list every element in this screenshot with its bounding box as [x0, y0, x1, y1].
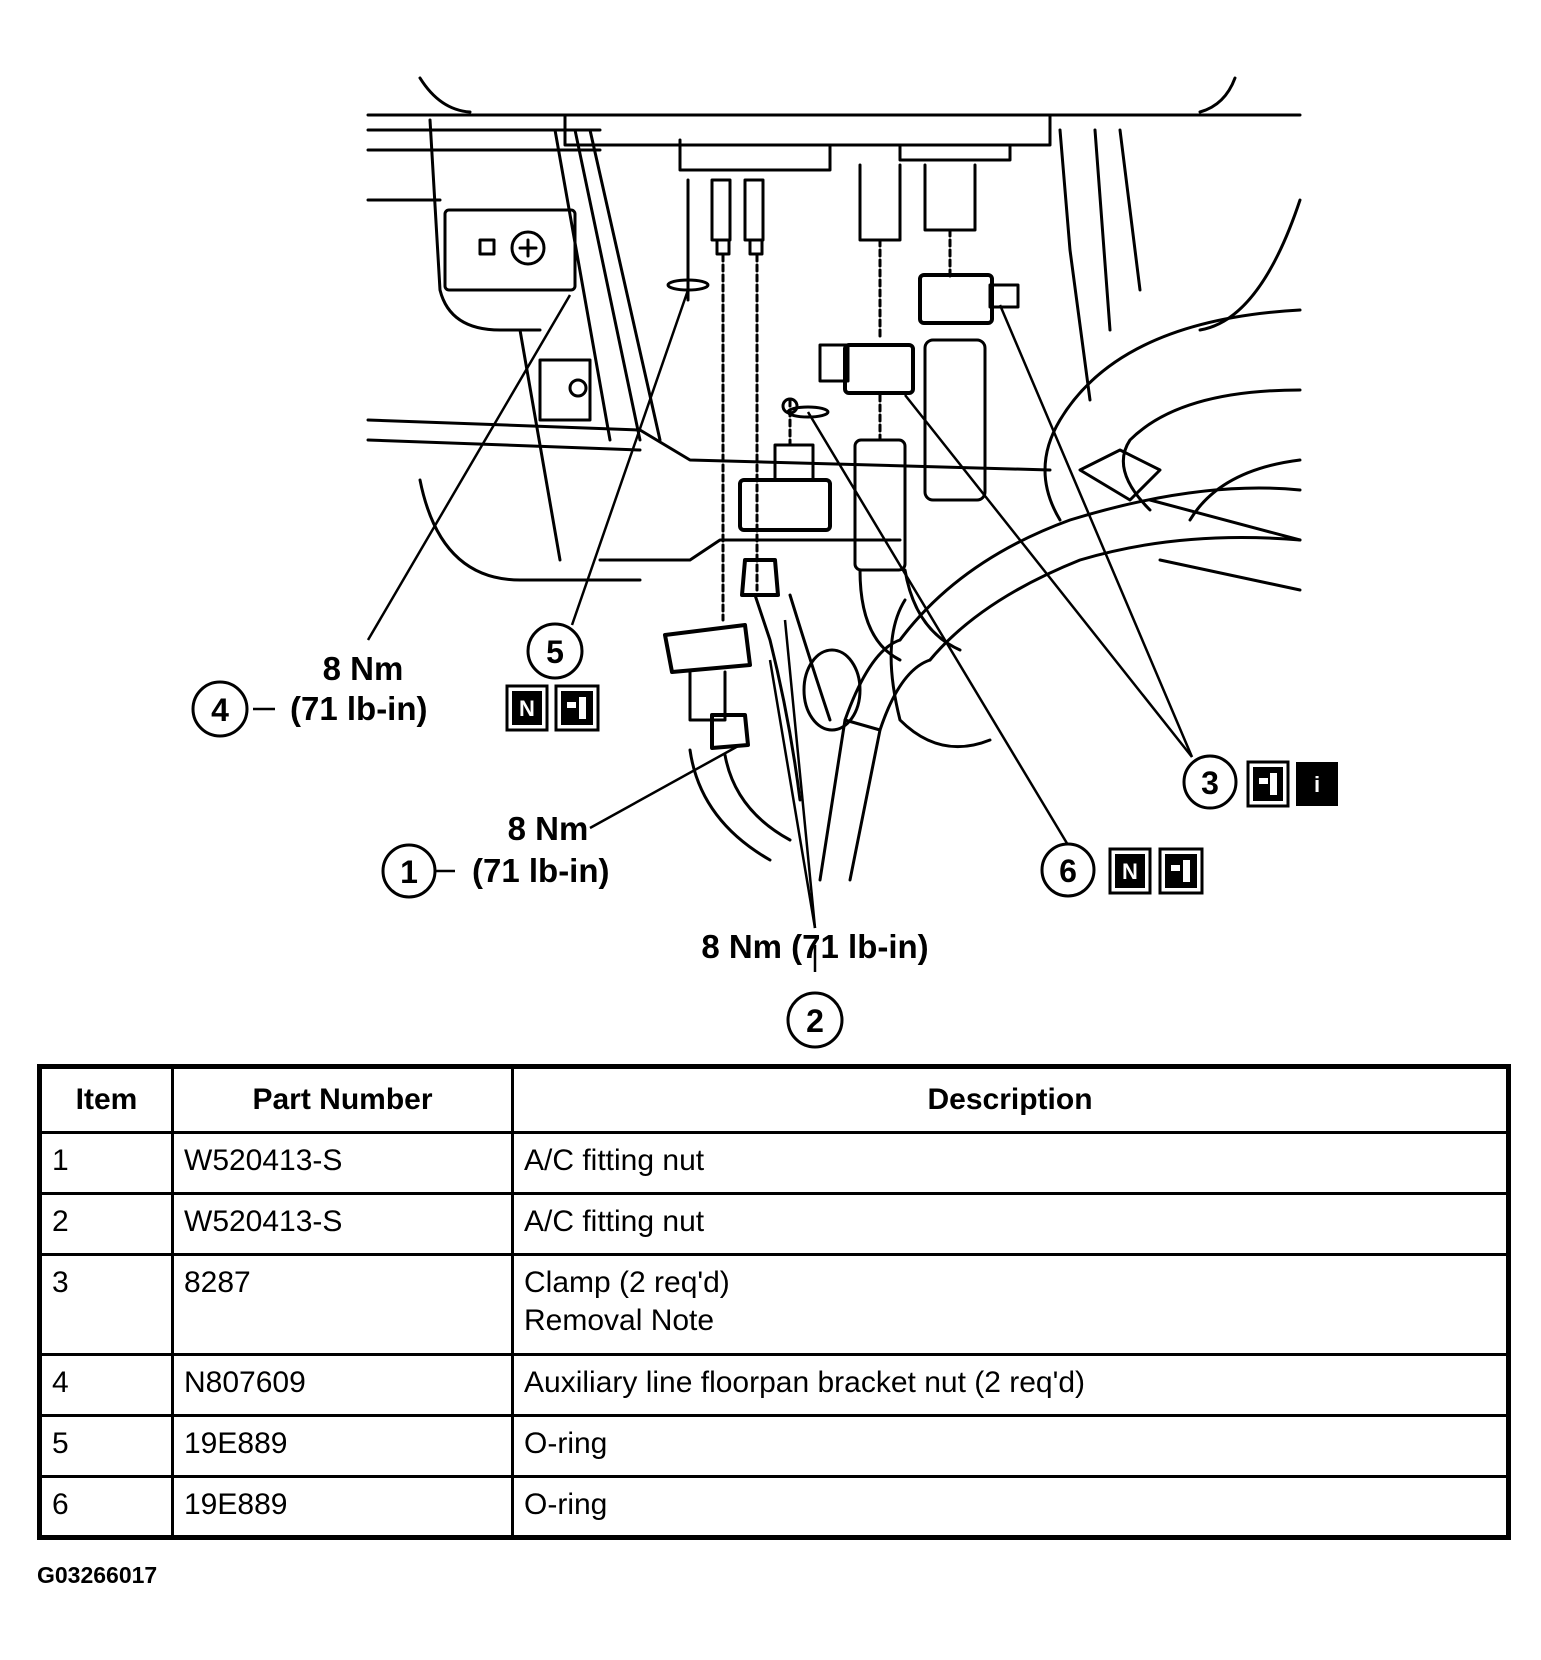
description-line: A/C fitting nut [524, 1205, 705, 1238]
callout-3: 3 i [1182, 754, 1338, 810]
callout-6-number: 6 [1059, 853, 1077, 889]
cell-item: 1 [38, 1131, 174, 1195]
cell-description: A/C fitting nut [511, 1131, 1510, 1195]
new-part-icon: N [505, 684, 549, 732]
component-diagram: 1 8 Nm (71 lb-in) 8 Nm (71 lb-in) 2 3 i … [191, 76, 1338, 1049]
new-part-icon-glyph: N [519, 696, 535, 721]
new-part-icon: N [1108, 847, 1152, 895]
leader-lines [253, 289, 1194, 972]
cell-part-number: W520413-S [171, 1192, 514, 1256]
cell-part-number: 19E889 [171, 1475, 514, 1539]
description-line: Clamp (2 req'd) [524, 1266, 730, 1299]
header-item: Item [38, 1065, 174, 1134]
table-row: 4 N807609 Auxiliary line floorpan bracke… [38, 1353, 1510, 1417]
callout-1: 1 8 Nm (71 lb-in) [381, 810, 610, 899]
cell-part-number: N807609 [171, 1353, 514, 1417]
callout-4-circle [191, 680, 249, 738]
line-drawing [366, 76, 1302, 882]
callout-1-circle [381, 843, 437, 899]
cell-item: 4 [38, 1353, 174, 1417]
callout-4-torque-nm: 8 Nm [323, 650, 404, 687]
header-part-number: Part Number [171, 1065, 514, 1134]
info-icon-glyph: i [1314, 772, 1320, 797]
callout-2-circle [786, 991, 844, 1049]
cell-description: O-ring [511, 1414, 1510, 1478]
description-line: Auxiliary line floorpan bracket nut (2 r… [524, 1366, 1086, 1399]
callout-5-number: 5 [546, 634, 564, 670]
callout-4: 4 8 Nm (71 lb-in) [191, 650, 428, 738]
new-part-icon-glyph: N [1122, 859, 1138, 884]
callout-2-number: 2 [806, 1003, 824, 1039]
cell-description: Clamp (2 req'd) Removal Note [511, 1253, 1510, 1356]
cell-description: Auxiliary line floorpan bracket nut (2 r… [511, 1353, 1510, 1417]
callout-1-torque-nm: 8 Nm [508, 810, 589, 847]
callout-3-number: 3 [1201, 765, 1219, 801]
cell-description: A/C fitting nut [511, 1192, 1510, 1256]
table-row: 3 8287 Clamp (2 req'd) Removal Note [38, 1253, 1510, 1356]
callout-4-torque-lbin: (71 lb-in) [290, 690, 428, 727]
table-row: 2 W520413-S A/C fitting nut [38, 1192, 1510, 1256]
description-line: A/C fitting nut [524, 1144, 705, 1177]
description-line: O-ring [524, 1488, 608, 1521]
callout-5-circle [526, 622, 584, 680]
table-row: 6 19E889 O-ring [38, 1475, 1510, 1539]
parts-table: Item Part Number Description 1 W520413-S… [37, 1064, 1511, 1540]
reuse-icon [1158, 847, 1204, 895]
table-header-row: Item Part Number Description [38, 1065, 1510, 1134]
info-icon: i [1296, 762, 1338, 806]
cell-item: 2 [38, 1192, 174, 1256]
callout-2-torque: 8 Nm (71 lb-in) [701, 928, 928, 965]
table-row: 1 W520413-S A/C fitting nut [38, 1131, 1510, 1195]
reuse-icon [554, 684, 600, 732]
cell-item: 5 [38, 1414, 174, 1478]
callout-5: 5 N [505, 622, 600, 732]
reuse-icon [1246, 760, 1290, 808]
callout-4-number: 4 [211, 692, 229, 728]
cell-item: 3 [38, 1253, 174, 1356]
table-row: 5 19E889 O-ring [38, 1414, 1510, 1478]
figure-id: G03266017 [37, 1562, 158, 1588]
callout-1-torque-lbin: (71 lb-in) [472, 852, 610, 889]
description-line: Removal Note [524, 1304, 715, 1337]
cell-part-number: W520413-S [171, 1131, 514, 1195]
cell-part-number: 8287 [171, 1253, 514, 1356]
callout-6-circle [1040, 842, 1096, 898]
header-description: Description [511, 1065, 1510, 1134]
description-line: O-ring [524, 1427, 608, 1460]
callout-1-number: 1 [400, 854, 418, 890]
cell-description: O-ring [511, 1475, 1510, 1539]
cell-part-number: 19E889 [171, 1414, 514, 1478]
callout-3-circle [1182, 754, 1238, 810]
cell-item: 6 [38, 1475, 174, 1539]
callout-2: 8 Nm (71 lb-in) 2 [701, 928, 929, 1049]
callout-6: 6 N [1040, 842, 1204, 898]
